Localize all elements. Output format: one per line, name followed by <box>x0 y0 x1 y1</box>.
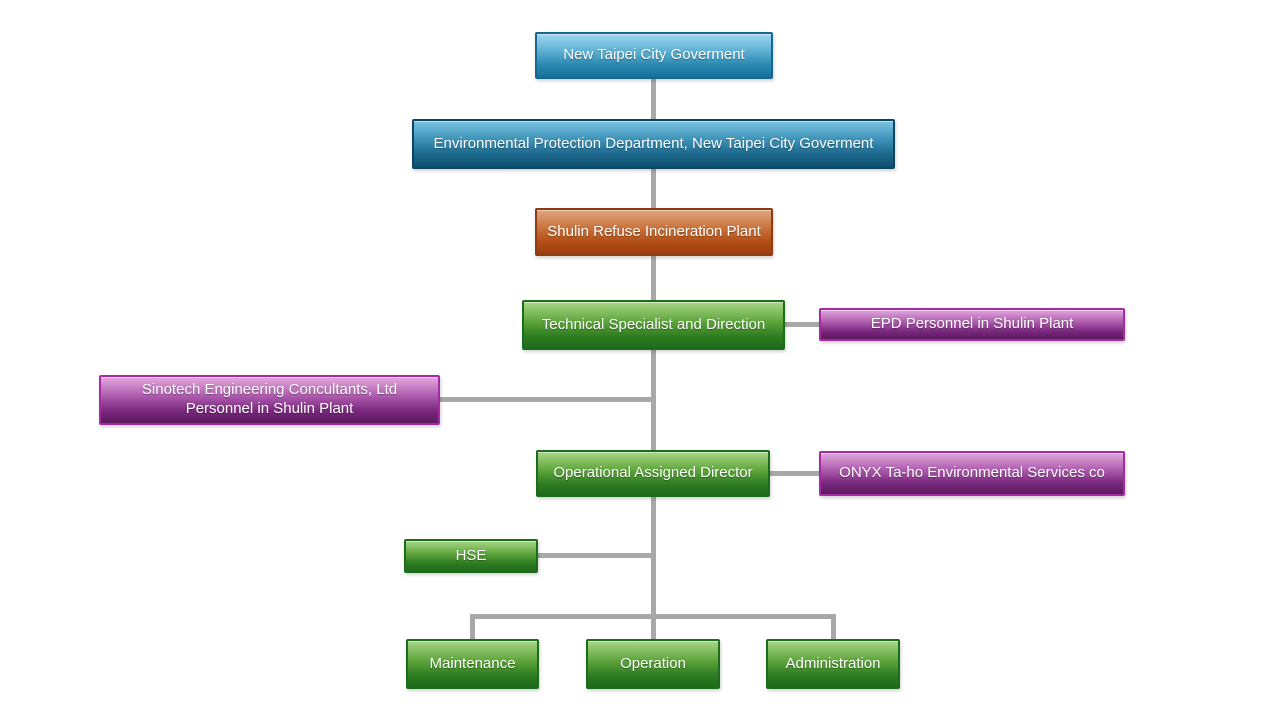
node-onyx-ta-ho-environmental-services: ONYX Ta-ho Environmental Services co <box>819 451 1125 496</box>
connector-stub-operation <box>651 614 656 639</box>
connector-op-director-to-onyx <box>770 471 819 476</box>
node-sinotech-engineering-consultants: Sinotech Engineering Concultants, Ltd Pe… <box>99 375 440 425</box>
node-environmental-protection-department: Environmental Protection Department, New… <box>412 119 895 169</box>
connector-tech-to-op-director <box>651 350 656 450</box>
node-operation: Operation <box>586 639 720 689</box>
connector-gov-to-epd-dept <box>651 79 656 119</box>
connector-hse-to-main <box>538 553 653 558</box>
node-operational-assigned-director: Operational Assigned Director <box>536 450 770 497</box>
connector-op-director-to-branch <box>651 497 656 617</box>
node-shulin-refuse-incineration-plant: Shulin Refuse Incineration Plant <box>535 208 773 256</box>
node-hse: HSE <box>404 539 538 573</box>
node-maintenance: Maintenance <box>406 639 539 689</box>
connector-tech-to-epd-personnel <box>785 322 819 327</box>
node-technical-specialist-and-direction: Technical Specialist and Direction <box>522 300 785 350</box>
node-administration: Administration <box>766 639 900 689</box>
node-epd-personnel-in-shulin-plant: EPD Personnel in Shulin Plant <box>819 308 1125 341</box>
connector-epd-dept-to-shulin <box>651 169 656 208</box>
connector-stub-maintenance <box>470 614 475 639</box>
node-new-taipei-city-government: New Taipei City Goverment <box>535 32 773 79</box>
connector-stub-administration <box>831 614 836 639</box>
connector-sinotech-to-main <box>440 397 653 402</box>
connector-shulin-to-tech <box>651 256 656 300</box>
